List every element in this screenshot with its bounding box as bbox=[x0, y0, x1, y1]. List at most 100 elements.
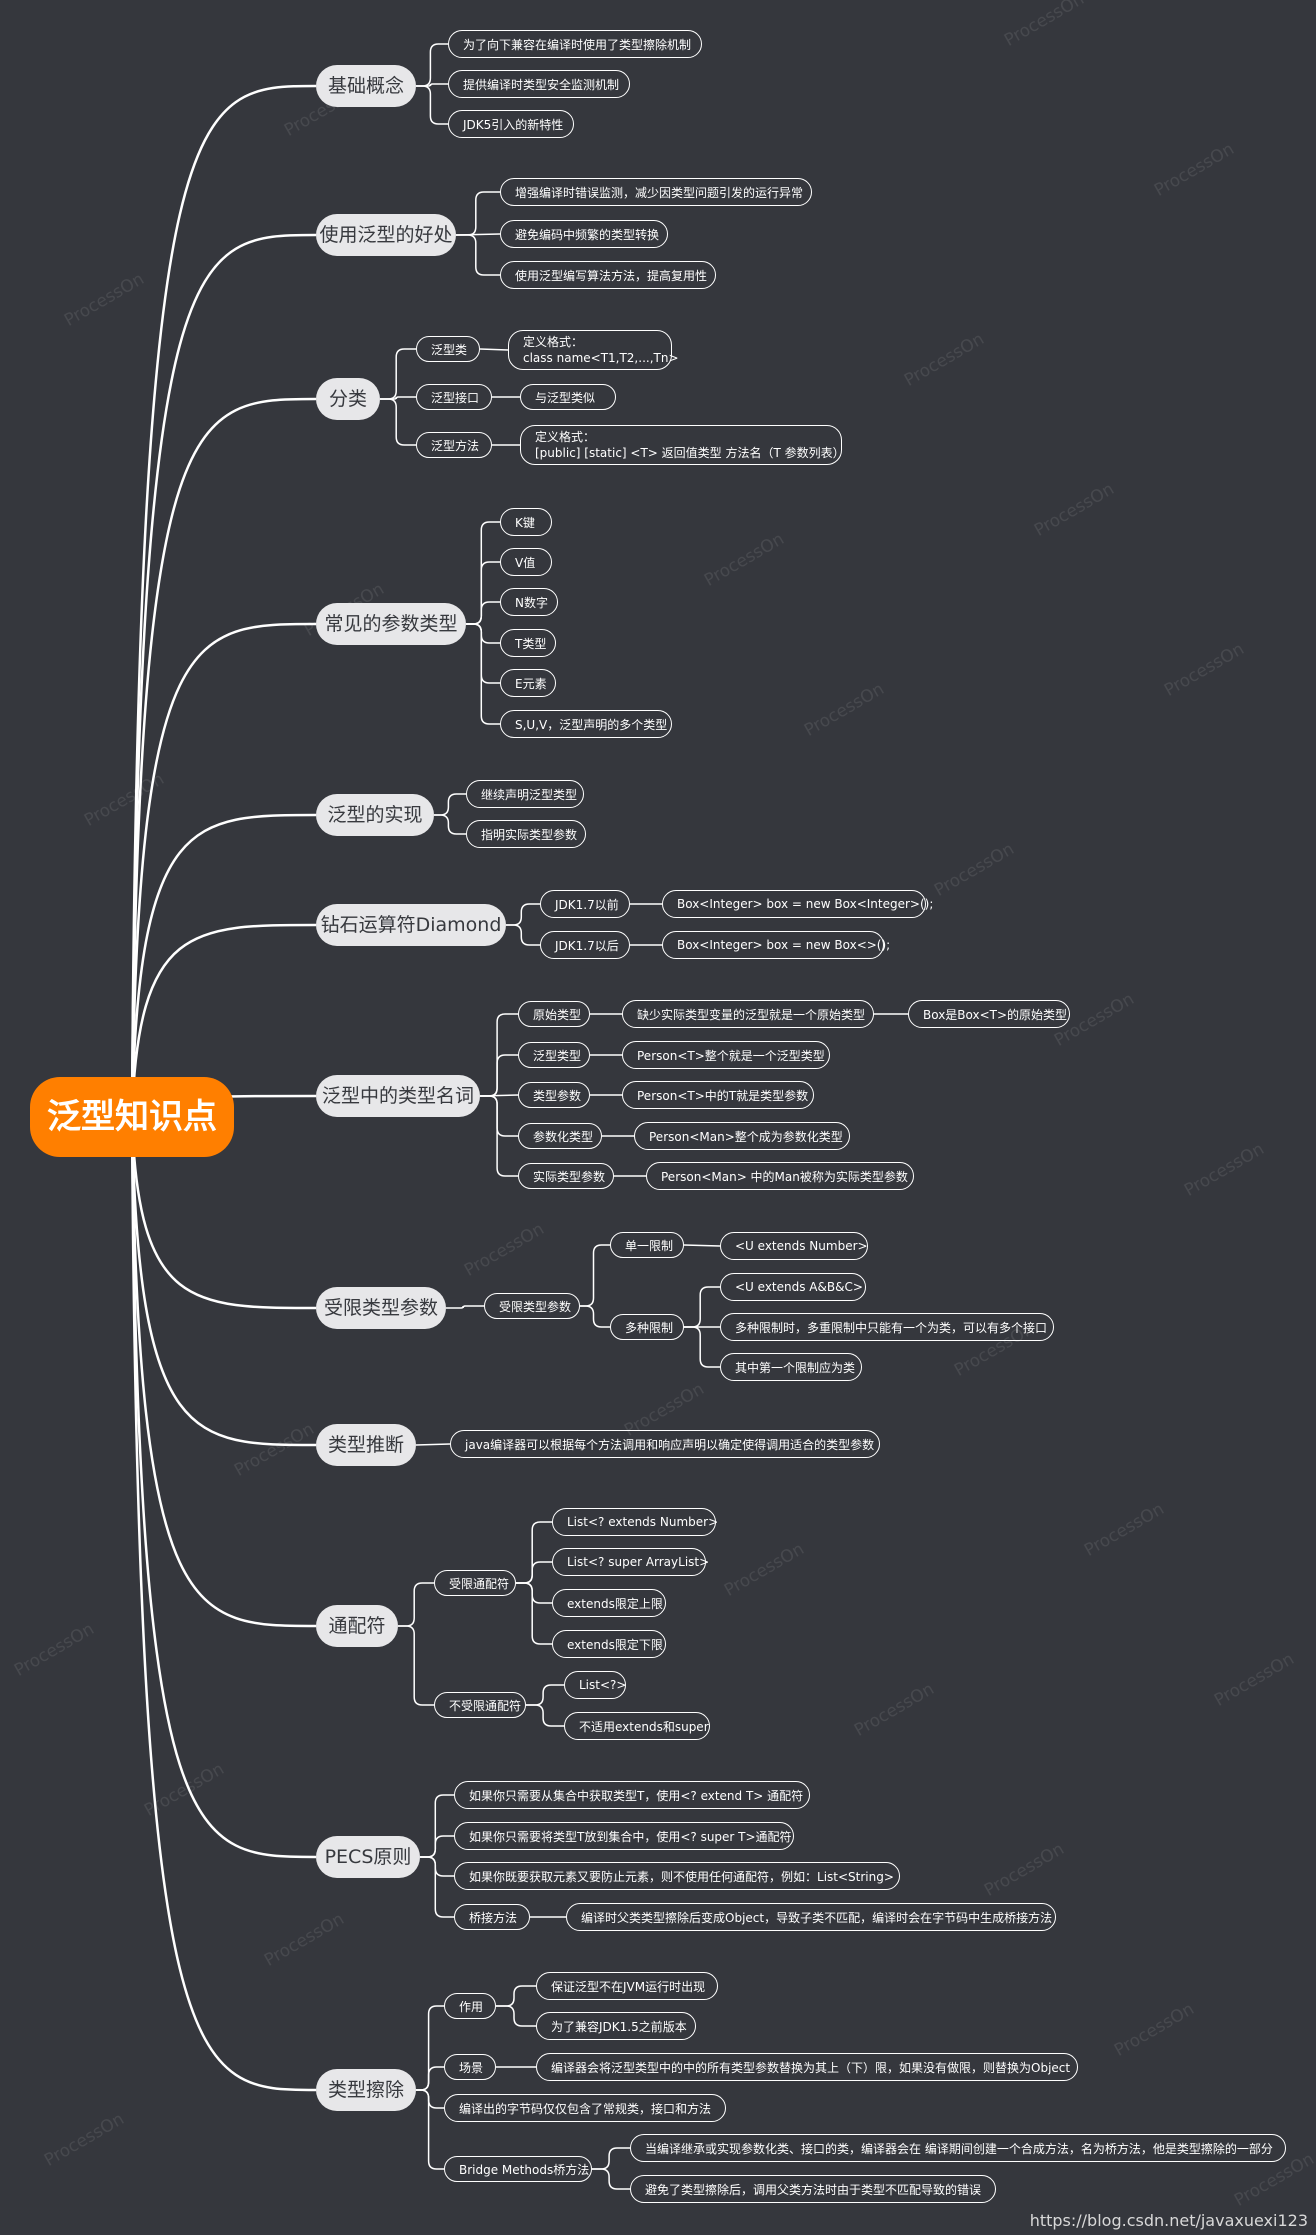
erasure-scene-detail[interactable]: 编译器会将泛型类型中的中的所有类型参数替换为其上（下）限，如果没有做限，则替换为… bbox=[536, 2053, 1078, 2081]
diamond-before-17-code[interactable]: Box<Integer> box = new Box<Integer>(); bbox=[662, 890, 933, 918]
connector-line bbox=[130, 1116, 317, 1859]
erasure-bridge-1[interactable]: 当编译继承或实现参数化类、接口的类，编译器会在 编译期间创建一个合成方法，名为桥… bbox=[630, 2134, 1286, 2162]
term-raw-type[interactable]: 原始类型 bbox=[518, 1001, 590, 1027]
connector-line bbox=[416, 2089, 444, 2170]
term-parameterized-type[interactable]: 参数化类型 bbox=[518, 1123, 602, 1149]
diamond-before-17[interactable]: JDK1.7以前 bbox=[540, 890, 630, 918]
connector-line bbox=[130, 1116, 317, 1628]
connector-line bbox=[130, 622, 317, 1118]
term-type-param-detail[interactable]: Person<T>中的T就是类型参数 bbox=[622, 1081, 814, 1109]
connector-line bbox=[466, 623, 500, 725]
connector-line bbox=[446, 1305, 484, 1309]
term-raw-type-detail[interactable]: 缺少实际类型变量的泛型就是一个原始类型 bbox=[622, 1000, 874, 1028]
leaf-benefits-3[interactable]: 使用泛型编写算法方法，提高复用性 bbox=[500, 261, 716, 289]
bounded-multiple-1[interactable]: <U extends A&B&C> bbox=[720, 1273, 866, 1301]
param-type-n[interactable]: N数字 bbox=[500, 588, 558, 616]
pecs-1[interactable]: 如果你只需要从集合中获取类型T，使用<? extend T> 通配符 bbox=[454, 1781, 810, 1809]
impl-1[interactable]: 继续声明泛型类型 bbox=[466, 780, 584, 808]
connector-line bbox=[516, 1561, 552, 1584]
wildcard-unbounded-1[interactable]: List<?> bbox=[564, 1671, 626, 1699]
term-actual-type-arg[interactable]: 实际类型参数 bbox=[518, 1163, 614, 1189]
bounded-multiple-2[interactable]: 多种限制时，多重限制中只能有一个为类，可以有多个接口 bbox=[720, 1313, 1054, 1341]
erasure-bridge-2[interactable]: 避免了类型擦除后，调用父类方法时由于类型不匹配导致的错误 bbox=[630, 2175, 996, 2203]
category-generic-interface[interactable]: 泛型接口 bbox=[416, 384, 492, 410]
branch-erasure[interactable]: 类型擦除 bbox=[316, 2069, 416, 2111]
connector-line bbox=[516, 1582, 552, 1604]
pecs-3[interactable]: 如果你既要获取元素又要防止元素，则不使用任何通配符，例如：List<String… bbox=[454, 1862, 900, 1890]
wildcard-bounded-3[interactable]: extends限定上限 bbox=[552, 1589, 666, 1617]
bounded-type-param[interactable]: 受限类型参数 bbox=[484, 1293, 580, 1319]
param-type-e[interactable]: E元素 bbox=[500, 669, 556, 697]
connector-line bbox=[480, 1095, 518, 1177]
erasure-purpose-1[interactable]: 保证泛型不在JVM运行时出现 bbox=[536, 1972, 718, 2000]
branch-bounded[interactable]: 受限类型参数 bbox=[316, 1287, 446, 1329]
erasure-bridge-methods[interactable]: Bridge Methods桥方法 bbox=[444, 2156, 592, 2182]
bounded-single[interactable]: 单一限制 bbox=[610, 1232, 684, 1258]
detail-line: [public] [static] <T> 返回值类型 方法名（T 参数列表） bbox=[535, 446, 845, 460]
pecs-bridge-detail[interactable]: 编译时父类类型擦除后变成Object，导致子类不匹配，编译时会在字节码中生成桥接… bbox=[566, 1903, 1056, 1931]
leaf-basics-2[interactable]: 提供编译时类型安全监测机制 bbox=[448, 70, 630, 98]
term-type-param[interactable]: 类型参数 bbox=[518, 1082, 590, 1108]
connector-line bbox=[420, 1856, 454, 1918]
connector-line bbox=[416, 85, 448, 125]
branch-categories[interactable]: 分类 bbox=[316, 378, 380, 420]
branch-wildcard[interactable]: 通配符 bbox=[316, 1605, 398, 1647]
branch-inference[interactable]: 类型推断 bbox=[316, 1424, 416, 1466]
branch-param-types[interactable]: 常见的参数类型 bbox=[316, 603, 466, 645]
diamond-after-17[interactable]: JDK1.7以后 bbox=[540, 931, 630, 959]
branch-implementation[interactable]: 泛型的实现 bbox=[316, 794, 434, 836]
connector-line bbox=[130, 1116, 317, 2092]
bounded-multiple[interactable]: 多种限制 bbox=[610, 1314, 684, 1340]
connector-line bbox=[466, 561, 500, 625]
branch-benefits[interactable]: 使用泛型的好处 bbox=[316, 214, 456, 256]
wildcard-unbounded[interactable]: 不受限通配符 bbox=[434, 1692, 526, 1718]
term-generic-type-detail[interactable]: Person<T>整个就是一个泛型类型 bbox=[622, 1041, 830, 1069]
connector-line bbox=[526, 1704, 564, 1727]
category-generic-method[interactable]: 泛型方法 bbox=[416, 432, 492, 458]
erasure-purpose[interactable]: 作用 bbox=[444, 1993, 496, 2019]
branch-basics[interactable]: 基础概念 bbox=[316, 65, 416, 107]
connector-line bbox=[130, 1116, 317, 1310]
term-actual-type-arg-detail[interactable]: Person<Man> 中的Man被称为实际类型参数 bbox=[646, 1162, 914, 1190]
category-generic-class[interactable]: 泛型类 bbox=[416, 336, 480, 362]
pecs-2[interactable]: 如果你只需要将类型T放到集合中，使用<? super T>通配符 bbox=[454, 1822, 794, 1850]
leaf-basics-1[interactable]: 为了向下兼容在编译时使用了类型擦除机制 bbox=[448, 30, 702, 58]
mindmap-root[interactable]: 泛型知识点 bbox=[30, 1077, 234, 1157]
pecs-bridge[interactable]: 桥接方法 bbox=[454, 1904, 530, 1930]
category-generic-class-detail[interactable]: 定义格式： class name<T1,T2,...,Tn> bbox=[508, 330, 679, 370]
leaf-benefits-2[interactable]: 避免编码中频繁的类型转换 bbox=[500, 220, 668, 248]
term-raw-type-example[interactable]: Box是Box<T>的原始类型 bbox=[908, 1000, 1070, 1028]
param-type-k[interactable]: K键 bbox=[500, 508, 552, 536]
category-generic-interface-detail[interactable]: 与泛型类似 bbox=[520, 384, 616, 410]
branch-diamond[interactable]: 钻石运算符Diamond bbox=[316, 904, 506, 946]
inference-1[interactable]: java编译器可以根据每个方法调用和响应声明以确定使得调用适合的类型参数 bbox=[450, 1430, 880, 1458]
term-generic-type[interactable]: 泛型类型 bbox=[518, 1042, 590, 1068]
connector-line bbox=[480, 1095, 518, 1137]
wildcard-bounded-4[interactable]: extends限定下限 bbox=[552, 1630, 666, 1658]
bounded-multiple-3[interactable]: 其中第一个限制应为类 bbox=[720, 1353, 862, 1381]
wildcard-bounded-1[interactable]: List<? extends Number> bbox=[552, 1508, 718, 1536]
bounded-single-example[interactable]: <U extends Number> bbox=[720, 1232, 868, 1260]
impl-2[interactable]: 指明实际类型参数 bbox=[466, 820, 586, 848]
leaf-benefits-1[interactable]: 增强编译时错误监测，减少因类型问题引发的运行异常 bbox=[500, 178, 812, 206]
wildcard-unbounded-2[interactable]: 不适用extends和super bbox=[564, 1712, 710, 1740]
branch-terms[interactable]: 泛型中的类型名词 bbox=[316, 1075, 480, 1117]
wildcard-bounded[interactable]: 受限通配符 bbox=[434, 1570, 516, 1596]
diamond-after-17-code[interactable]: Box<Integer> box = new Box<>(); bbox=[662, 931, 890, 959]
connector-line bbox=[683, 1244, 721, 1247]
wildcard-bounded-2[interactable]: List<? super ArrayList> bbox=[552, 1548, 709, 1576]
branch-pecs[interactable]: PECS原则 bbox=[316, 1836, 420, 1878]
connector-line bbox=[416, 2066, 444, 2091]
param-type-suv[interactable]: S,U,V，泛型声明的多个类型 bbox=[500, 710, 672, 738]
param-type-v[interactable]: V值 bbox=[500, 548, 552, 576]
erasure-purpose-2[interactable]: 为了兼容JDK1.5之前版本 bbox=[536, 2012, 696, 2040]
leaf-basics-3[interactable]: JDK5引入的新特性 bbox=[448, 110, 574, 138]
connector-line bbox=[130, 233, 317, 1118]
erasure-scene[interactable]: 场景 bbox=[444, 2054, 496, 2080]
category-generic-method-detail[interactable]: 定义格式： [public] [static] <T> 返回值类型 方法名（T … bbox=[520, 425, 845, 465]
param-type-t[interactable]: T类型 bbox=[500, 629, 556, 657]
erasure-bytecode[interactable]: 编译出的字节码仅仅包含了常规类，接口和方法 bbox=[444, 2094, 726, 2122]
connector-line bbox=[380, 396, 416, 400]
connector-line bbox=[456, 191, 500, 236]
term-parameterized-type-detail[interactable]: Person<Man>整个成为参数化类型 bbox=[634, 1122, 850, 1150]
